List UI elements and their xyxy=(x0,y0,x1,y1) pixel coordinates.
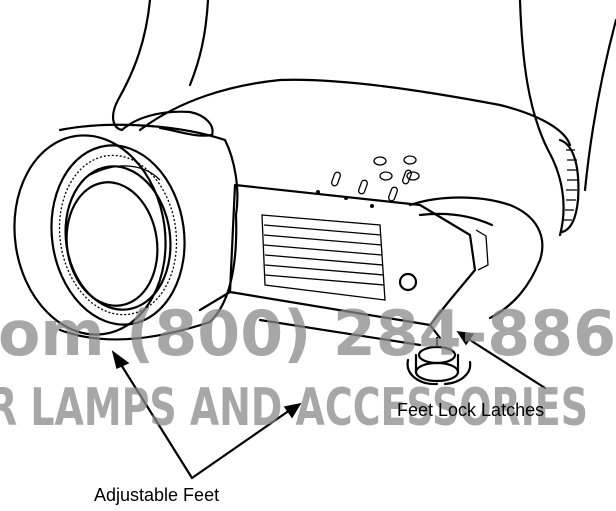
right-hand xyxy=(408,0,616,320)
control-panel xyxy=(316,155,420,208)
adjustable-foot xyxy=(406,336,472,386)
feet-lock-latches-label: Feet Lock Latches xyxy=(397,400,545,420)
vent-grille xyxy=(261,214,386,301)
front-indicator-icon xyxy=(398,272,418,292)
watermark-line-2: R LAMPS AND ACCESSORIES xyxy=(0,378,588,438)
lens-assembly xyxy=(13,123,239,341)
projector-body xyxy=(138,78,580,347)
adjustable-feet-label: Adjustable Feet xyxy=(94,485,220,505)
leader-arrows xyxy=(111,331,547,480)
watermark-line-1: om (800) 284-886 xyxy=(0,297,616,370)
